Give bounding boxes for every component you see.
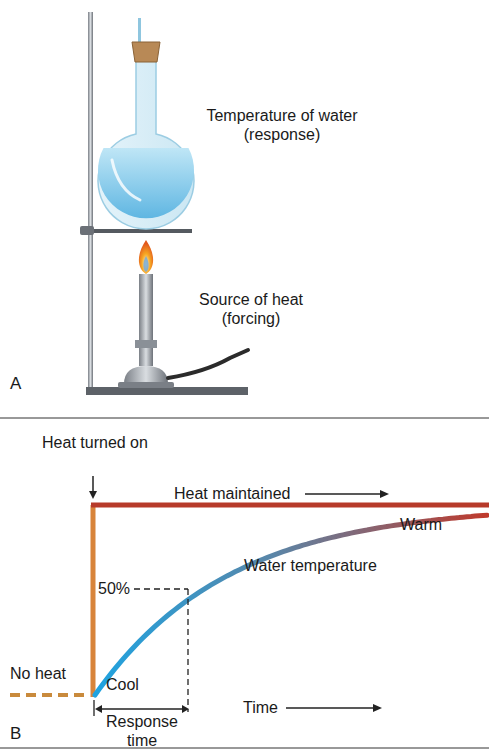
stand-base — [86, 387, 248, 395]
clamp — [80, 226, 94, 235]
stand-rod — [88, 12, 93, 390]
heat-maintained-label: Heat maintained — [174, 484, 304, 503]
burner-tube — [139, 274, 153, 366]
panel-separator — [0, 418, 489, 419]
percent-label: 50% — [98, 579, 138, 598]
fifty-percent-guide — [134, 588, 188, 589]
water-temperature-curve — [95, 515, 487, 695]
response-time-label: Response time — [96, 712, 188, 750]
cork — [132, 42, 160, 62]
gas-hose — [168, 350, 248, 378]
flask-label: Temperature of water (response) — [182, 106, 382, 144]
time-arrow — [286, 707, 376, 709]
warm-label: Warm — [400, 515, 470, 534]
time-label: Time — [243, 698, 288, 717]
panel-letter: B — [10, 724, 40, 743]
heat-on-arrow — [89, 491, 97, 499]
curve-label: Water temperature — [244, 556, 404, 575]
heat-step — [91, 505, 96, 697]
burner-label: Source of heat (forcing) — [176, 290, 326, 328]
response-time-bracket — [100, 708, 184, 709]
flask-glass — [98, 60, 194, 229]
heat-on-label: Heat turned on — [40, 433, 150, 452]
flask-water — [98, 148, 194, 218]
flame — [139, 240, 153, 274]
cool-label: Cool — [106, 675, 166, 694]
no-heat-line — [10, 693, 90, 697]
no-heat-label: No heat — [10, 664, 90, 683]
burner-base — [124, 366, 168, 384]
panel-letter: A — [10, 374, 40, 393]
heat-maintained-line — [91, 503, 489, 508]
